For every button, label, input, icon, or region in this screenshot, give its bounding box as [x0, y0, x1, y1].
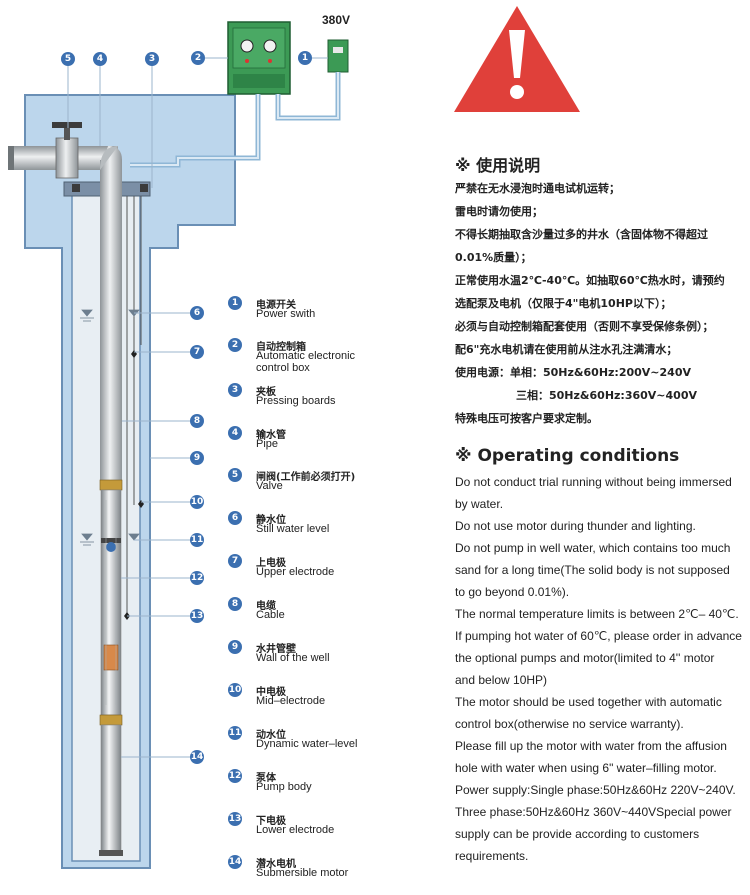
well-cap-outline	[24, 225, 62, 249]
legend-en: Dynamic water–level	[256, 738, 358, 750]
legend-en: Wall of the well	[256, 652, 330, 664]
dynamic-water-level-mark	[80, 533, 140, 546]
legend-en: Mid–electrode	[256, 695, 326, 707]
en-instruction-line: and below 10HP)	[455, 673, 548, 687]
legend-en: Power swith	[256, 308, 316, 320]
legend-number: 1	[228, 296, 242, 310]
legend-number: 10	[228, 683, 242, 697]
en-instruction-line: sand for a long time(The solid body is n…	[455, 563, 730, 577]
legend-number: 11	[228, 726, 242, 740]
valve-body	[55, 137, 79, 179]
legend-cn: 上电极	[256, 558, 286, 569]
legend-cn: 电缆	[256, 601, 276, 612]
callout-marker: 9	[190, 451, 204, 465]
warning-icon	[454, 6, 580, 112]
en-instruction-line: hole with water when using 6" water–fill…	[455, 761, 717, 775]
legend-cn: 水井管壁	[256, 644, 296, 655]
legend-en: Submersible motor	[256, 867, 349, 879]
en-instruction-line: control box(otherwise no service warrant…	[455, 717, 684, 731]
en-instruction-line: Power supply:Single phase:50Hz&60Hz 220V…	[455, 783, 736, 797]
legend-cn: 输水管	[256, 430, 286, 441]
en-instruction-line: Three phase:50Hz&60Hz 360V~440VSpecial p…	[455, 805, 732, 819]
legend-number: 6	[228, 511, 242, 525]
callout-marker: 13	[190, 609, 204, 623]
callout-marker: 3	[145, 52, 159, 66]
callout-marker: 4	[93, 52, 107, 66]
cn-instruction-line: 选配泵及电机（仅限于4"电机10HP以下）；	[455, 297, 672, 310]
cn-instruction-line: 正常使用水温2℃-40℃。如抽取60℃热水时，请预约	[455, 274, 725, 287]
callout-marker: 7	[190, 345, 204, 359]
callout-marker: 2	[191, 51, 205, 65]
en-instruction-line: requirements.	[455, 849, 529, 863]
en-instruction-line: Do not pump in well water, which contain…	[455, 541, 731, 555]
callout-marker: 11	[190, 533, 204, 547]
legend-en: Pipe	[256, 438, 279, 450]
cn-instruction-line: 不得长期抽取含沙量过多的井水（含固体物不得超过	[455, 228, 708, 241]
legend-cn: 电源开关	[256, 300, 296, 311]
legend-number: 8	[228, 597, 242, 611]
en-instructions-title: ※ Operating conditions	[455, 446, 680, 466]
callout-marker: 8	[190, 414, 204, 428]
callout-marker: 6	[190, 306, 204, 320]
legend-cn: 潜水电机	[256, 859, 296, 870]
callout-marker: 1	[298, 51, 312, 65]
en-instruction-line: to go beyond 0.01%).	[455, 585, 570, 599]
submersible-motor	[100, 724, 122, 854]
en-instruction-line: the optional pumps and motor(limited to …	[455, 651, 715, 665]
legend-en: Automatic electronic control box	[256, 350, 356, 374]
en-instruction-line: The normal temperature limits is between…	[455, 607, 739, 621]
legend-number: 7	[228, 554, 242, 568]
legend-en: Upper electrode	[256, 566, 335, 578]
legend-en: Still water level	[256, 523, 330, 535]
en-instruction-line: by water.	[455, 497, 504, 511]
cn-instruction-line: 严禁在无水浸泡时通电试机运转；	[455, 182, 620, 195]
pump-body	[100, 489, 122, 716]
en-instruction-line: supply can be provide according to custo…	[455, 827, 700, 841]
en-instruction-line: Do not conduct trial running without bei…	[455, 475, 732, 489]
cn-instruction-line: 配6"充水电机请在使用前从注水孔注满清水；	[455, 343, 678, 356]
legend-number: 4	[228, 426, 242, 440]
legend-number: 2	[228, 338, 242, 352]
legend-en: Cable	[256, 609, 285, 621]
callout-marker: 5	[61, 52, 75, 66]
legend-en: Lower electrode	[256, 824, 335, 836]
en-instruction-line: If pumping hot water of 60℃, please orde…	[455, 629, 742, 643]
legend-number: 9	[228, 640, 242, 654]
voltage-label: 380V	[322, 13, 351, 27]
callout-marker: 10	[190, 495, 204, 509]
legend-cn: 夹板	[256, 387, 276, 398]
cn-instruction-line: 必须与自动控制箱配套使用（否则不享受保修条例）；	[455, 320, 714, 333]
legend-cn: 下电极	[256, 816, 286, 827]
cn-instruction-line: 雷电时请勿使用；	[455, 205, 543, 218]
legend-number: 12	[228, 769, 242, 783]
legend-en: Pump body	[256, 781, 312, 793]
legend-number: 13	[228, 812, 242, 826]
legend-en: Valve	[256, 480, 283, 492]
legend-en: Pressing boards	[256, 395, 336, 407]
legend-cn: 中电极	[256, 687, 286, 698]
riser-pipe	[100, 160, 122, 480]
cn-instruction-line: 三相：50Hz&60Hz:360V~400V	[516, 389, 697, 402]
legend-cn: 动水位	[256, 730, 286, 741]
cn-instruction-line: 特殊电压可按客户要求定制。	[455, 412, 598, 425]
legend-cn: 闸阀(工作前必须打开)	[256, 472, 356, 483]
legend-cn: 静水位	[256, 515, 286, 526]
callout-marker: 14	[190, 750, 204, 764]
legend-cn: 自动控制箱	[256, 342, 306, 353]
en-instruction-line: The motor should be used together with a…	[455, 695, 722, 709]
legend-cn: 泵体	[256, 773, 276, 784]
legend-number: 3	[228, 383, 242, 397]
legend-number: 5	[228, 468, 242, 482]
en-instruction-line: Please fill up the motor with water from…	[455, 739, 727, 753]
legend-number: 14	[228, 855, 242, 869]
cn-instructions-title: ※ 使用说明	[455, 156, 541, 175]
power-switch	[327, 39, 349, 73]
en-instruction-line: Do not use motor during thunder and ligh…	[455, 519, 696, 533]
cn-instruction-line: 0.01%质量）；	[455, 251, 532, 264]
callout-marker: 12	[190, 571, 204, 585]
cn-instruction-line: 使用电源：单相：50Hz&60Hz:200V~240V	[455, 366, 691, 379]
